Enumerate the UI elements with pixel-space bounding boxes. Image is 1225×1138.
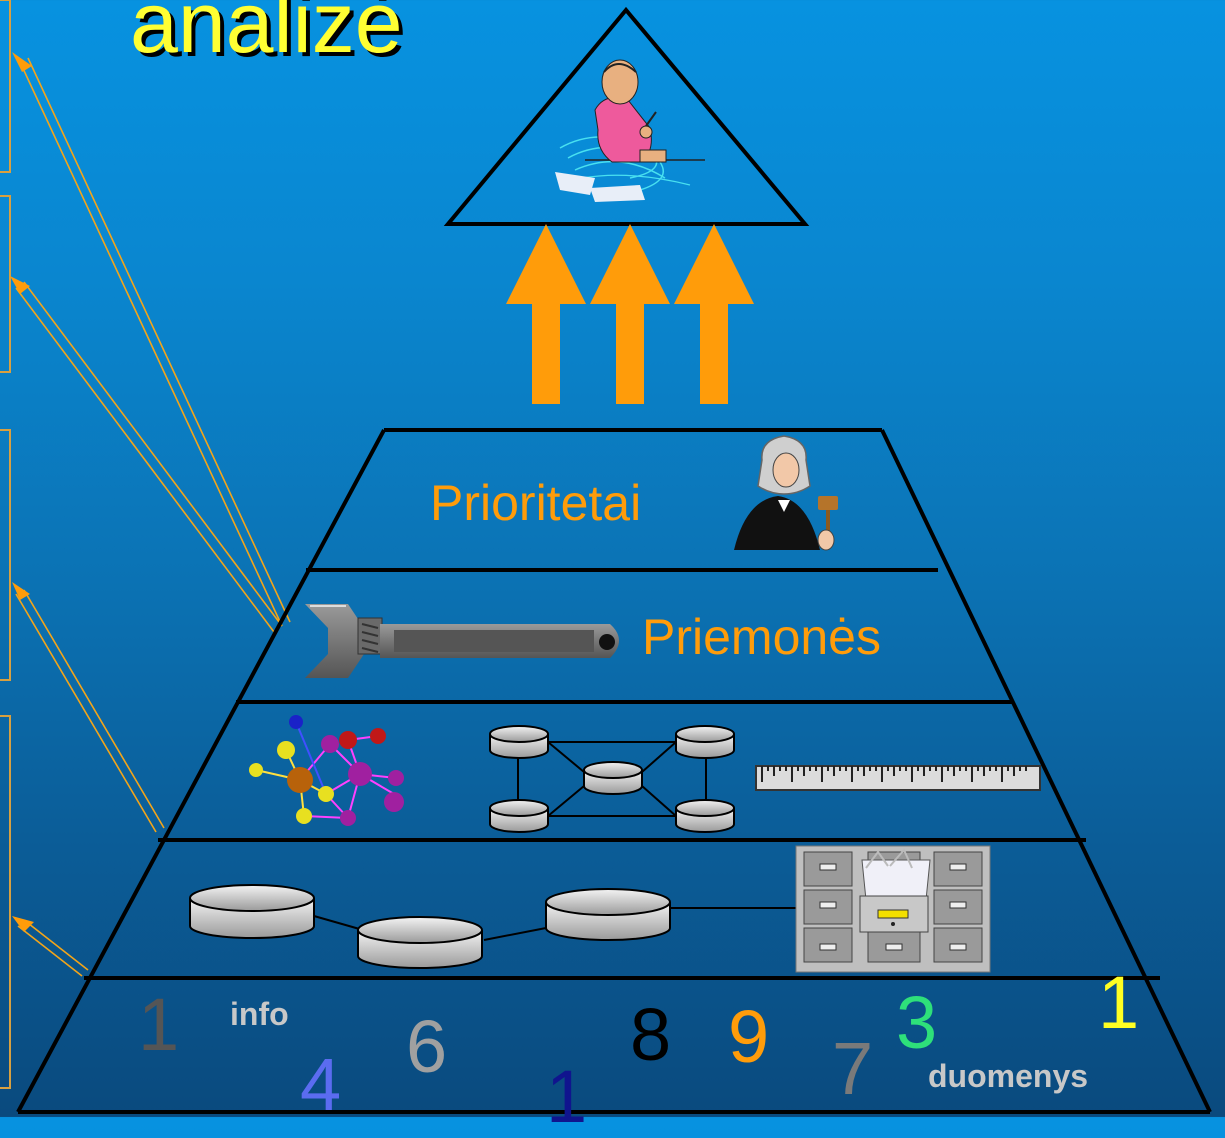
info-label: info xyxy=(230,996,289,1032)
ruler-icon xyxy=(755,765,1041,791)
base-digit: 9 xyxy=(728,995,770,1078)
arrow-to-box-2 xyxy=(10,276,283,633)
frame-box xyxy=(0,0,11,173)
judge-icon xyxy=(734,435,838,551)
arrow-to-box-3 xyxy=(12,582,165,833)
up-arrow xyxy=(674,224,754,404)
left-frame-boxes xyxy=(0,0,11,1089)
base-digit: 7 xyxy=(832,1027,874,1110)
analyst-icon xyxy=(555,59,705,202)
slide-title: analizė xyxy=(130,0,403,71)
up-arrow xyxy=(506,224,586,404)
level-label-priorities: Prioritetai xyxy=(430,475,642,531)
base-digit: 3 xyxy=(896,981,938,1064)
frame-box xyxy=(0,429,11,681)
base-digit: 1 xyxy=(1098,961,1140,1044)
molecule-icon xyxy=(249,715,404,826)
wrench-icon xyxy=(305,604,619,678)
base-digit: 6 xyxy=(406,1005,448,1088)
up-arrows xyxy=(506,224,754,404)
database-network-icon xyxy=(517,741,707,817)
frame-box xyxy=(0,715,11,1089)
level-label-measures: Priemonės xyxy=(642,609,881,665)
base-digit: 8 xyxy=(630,993,672,1076)
database-icon xyxy=(189,884,796,969)
frame-box xyxy=(0,195,11,373)
pyramid-body xyxy=(16,428,1212,1114)
arrow-to-box-4 xyxy=(12,916,89,977)
analysis-triangle xyxy=(443,6,810,226)
data-label: duomenys xyxy=(928,1058,1089,1094)
up-arrow xyxy=(590,224,670,404)
link-arrows xyxy=(10,52,291,977)
database-network-disks xyxy=(489,725,735,833)
base-digit: 1 xyxy=(138,983,180,1066)
file-cabinet-icon xyxy=(795,845,991,973)
base-digit: 1 xyxy=(546,1055,588,1138)
arrow-to-box-1 xyxy=(12,52,291,627)
base-digit: 4 xyxy=(300,1043,342,1126)
